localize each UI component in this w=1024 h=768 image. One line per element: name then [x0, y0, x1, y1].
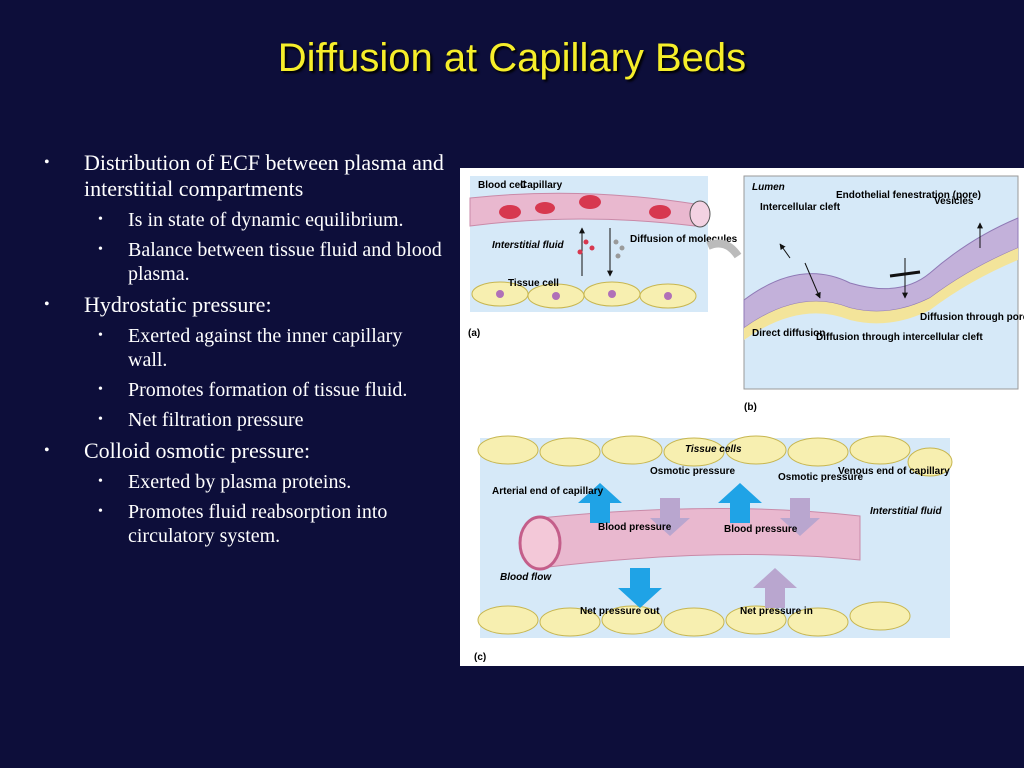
label-osmotic-right: Osmotic pressure [778, 472, 863, 483]
label-blood-cell: Blood cell [478, 180, 526, 191]
sub-bullet: Balance between tissue fluid and blood p… [98, 238, 444, 286]
label-venous: Venous end of capillary [838, 466, 950, 477]
sub-bullet: Exerted against the inner capillary wall… [98, 324, 444, 372]
panel-c: Tissue cells Osmotic pressure Osmotic pr… [474, 435, 953, 663]
label-interstitial-fluid: Interstitial fluid [492, 240, 565, 251]
capillary-diagram: Blood cell Capillary Interstitial fluid … [468, 175, 1024, 663]
panel-a-tag: (a) [468, 328, 480, 339]
net-out-arrow [618, 568, 662, 608]
label-bp-left: Blood pressure [598, 522, 672, 533]
sub-bullet: Exerted by plasma proteins. [98, 470, 444, 494]
label-fenestration: Endothelial fenestration (pore) [836, 190, 981, 201]
label-bp-right: Blood pressure [724, 524, 798, 535]
net-in-arrow [753, 568, 797, 608]
panel-b: Lumen Intercellular cleft Endothelial fe… [706, 175, 1024, 413]
osmotic-arrow-left [650, 498, 690, 536]
sub-bullet: Is in state of dynamic equilibrium. [98, 208, 444, 232]
sub-bullet: Promotes formation of tissue fluid. [98, 378, 444, 402]
label-net-out: Net pressure out [580, 606, 660, 617]
label-tissue-cells: Tissue cells [685, 444, 742, 455]
panel-b-tag: (b) [744, 402, 757, 413]
sub-bullet: Promotes fluid reabsorption into circula… [98, 500, 444, 548]
label-diffusion-cleft: Diffusion through intercellular cleft [816, 332, 983, 343]
tissue-cells-a [471, 281, 697, 309]
label-tissue-cell: Tissue cell [508, 278, 559, 289]
red-blood-cell [499, 205, 521, 219]
blood-pressure-arrow-left [578, 483, 622, 523]
label-blood-flow: Blood flow [500, 572, 552, 583]
capillary-figure: Blood cell Capillary Interstitial fluid … [460, 168, 1024, 666]
label-capillary: Capillary [520, 180, 563, 191]
red-blood-cell [649, 205, 671, 219]
slide-title: Diffusion at Capillary Beds [277, 36, 747, 80]
tissue-cells-bottom [477, 601, 911, 637]
bullet-ecf: Distribution of ECF between plasma and i… [44, 150, 444, 202]
red-blood-cell [535, 202, 555, 214]
bullet-colloid: Colloid osmotic pressure: [44, 438, 444, 464]
label-lumen: Lumen [752, 182, 785, 193]
label-diffusion: Diffusion of molecules [630, 234, 738, 245]
blood-pressure-arrow-right [718, 483, 762, 523]
label-vesicles: Vesicles [934, 196, 974, 207]
zoom-arrow [706, 239, 742, 259]
label-intercellular-cleft: Intercellular cleft [760, 202, 841, 213]
label-arterial: Arterial end of capillary [492, 486, 604, 497]
bullet-list: Distribution of ECF between plasma and i… [44, 150, 444, 554]
label-direct-diffusion: Direct diffusion [752, 328, 825, 339]
label-diffusion-pore: Diffusion through pore [920, 312, 1024, 323]
panel-c-tag: (c) [474, 652, 486, 663]
label-interstitial: Interstitial fluid [870, 506, 943, 517]
tissue-cells-top [477, 435, 953, 477]
label-net-in: Net pressure in [740, 606, 813, 617]
panel-a: Blood cell Capillary Interstitial fluid … [468, 176, 738, 339]
bullet-hydrostatic: Hydrostatic pressure: [44, 292, 444, 318]
osmotic-arrow-right [780, 498, 820, 536]
sub-bullet: Net filtration pressure [98, 408, 444, 432]
label-osmotic-left: Osmotic pressure [650, 466, 735, 477]
red-blood-cell [579, 195, 601, 209]
